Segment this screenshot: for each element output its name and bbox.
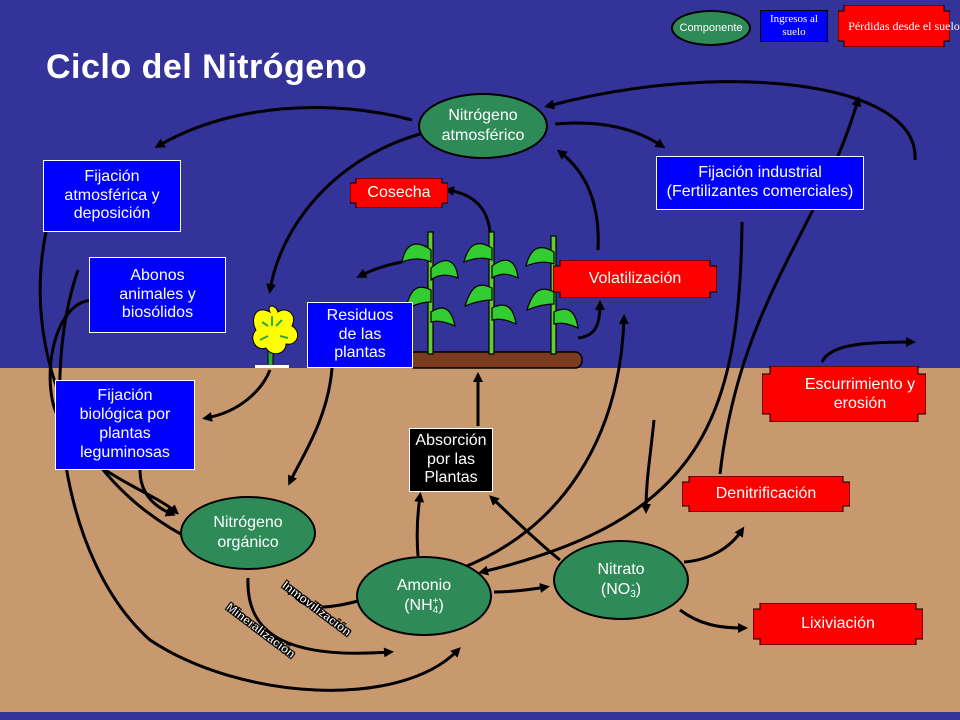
box-animal-manures: Abonos animales y biosólidos [89, 257, 226, 333]
arrow-soil-to-nitrate [641, 419, 656, 514]
arrow-atm-to-industrial [554, 121, 666, 149]
harvest-label: Cosecha [367, 184, 431, 202]
loss-leaching: Lixiviación [753, 603, 923, 645]
industrial-fixation-line1: Fijación industrial [698, 164, 822, 182]
atmospheric-nitrogen-label: Nitrógeno atmosférico [441, 107, 525, 144]
denitrification-label: Denitrificación [715, 485, 817, 503]
runoff-erosion-label: Escurrimiento y erosión [804, 375, 916, 412]
arrow-atm-to-tree [266, 132, 421, 294]
oval-atmospheric-nitrogen: Nitrógeno atmosférico [418, 93, 548, 159]
plant-residues-label: Residuos de las plantas [326, 306, 394, 362]
arrow-curve-to-atm [544, 80, 917, 161]
arrow-ammonium-to-organic [287, 584, 363, 609]
arrow-denit-to-atm [718, 96, 862, 475]
legend-losses: Pérdidas desde el suelo [838, 5, 960, 47]
volatilization-label: Volatilización [588, 270, 682, 288]
box-plant-residues: Residuos de las plantas [307, 302, 413, 368]
biological-fixation-label: Fijación biológica por plantas leguminos… [79, 387, 171, 461]
nitrate-formula-text: NO [606, 581, 631, 598]
arrow-ammonium-to-nitrate [493, 583, 550, 594]
arrow-runoff [820, 337, 916, 363]
ammonium-label: Amonio [396, 577, 452, 594]
animal-manures-label: Abonos animales y biosólidos [119, 266, 196, 322]
ammonium-subscript: 4 [432, 604, 439, 616]
arrow-ammonium-to-volat [461, 314, 629, 570]
plant-absorption-label: Absorción por las Plantas [415, 431, 487, 487]
nitrate-label: Nitrato [597, 561, 645, 578]
legend-losses-label: Pérdidas desde el suelo [848, 18, 960, 33]
bottom-bar [0, 712, 960, 720]
oval-ammonium: Amonio (NH+4) [356, 556, 492, 636]
loss-harvest: Cosecha [350, 178, 448, 208]
arrow-atm-to-atmfixation [154, 106, 413, 149]
arrow-plants-to-residues [356, 260, 403, 278]
page-title: Ciclo del Nitrógeno [46, 48, 368, 86]
arrow-ammonium-to-absorption [414, 492, 425, 557]
leaching-label: Lixiviación [801, 615, 875, 633]
arrow-biofix-to-organic [138, 469, 176, 517]
corn-plant-1 [401, 231, 459, 355]
arrow-plants-to-harvest [444, 186, 492, 233]
box-plant-absorption: Absorción por las Plantas [409, 428, 493, 492]
box-atmospheric-fixation: Fijación atmosférica y deposición [43, 160, 181, 232]
oval-organic-nitrogen: Nitrógeno orgánico [180, 496, 316, 570]
corn-plant-2 [463, 231, 519, 355]
arrow-residues-to-organic [287, 367, 334, 486]
arrow-industrial-to-ammonium [478, 221, 744, 576]
nitrate-charge: - [631, 579, 635, 591]
arrow-plant-to-volat [577, 300, 605, 340]
loss-denitrification: Denitrificación [682, 476, 850, 512]
legend-inputs: Ingresos al suelo [760, 10, 828, 42]
ammonium-formula-text: NH [409, 597, 433, 614]
box-industrial-fixation: Fijación industrial (Fertilizantes comer… [656, 156, 864, 210]
arrow-nitrate-to-leaching [679, 608, 748, 633]
loss-volatilization: Volatilización [553, 260, 717, 298]
organic-nitrogen-label: Nitrógeno orgánico [213, 514, 283, 551]
oval-nitrate: Nitrato (NO-3) [553, 540, 689, 620]
legume-tree [252, 305, 299, 368]
atmospheric-fixation-label: Fijación atmosférica y deposición [64, 167, 160, 223]
ammonium-charge: + [432, 595, 439, 607]
arrow-organic-to-ammonium [246, 577, 394, 658]
legend-component: Componente [671, 10, 751, 46]
nitrate-formula: (NO-3) [600, 579, 642, 600]
arrow-tree-to-biofix [202, 369, 272, 422]
ammonium-formula: (NH+4) [404, 595, 444, 616]
nitrate-subscript: 3 [630, 588, 636, 600]
arrow-nitrate-to-denit [683, 526, 745, 564]
loss-runoff-erosion: Escurrimiento y erosión [762, 366, 926, 422]
industrial-fixation-line2: (Fertilizantes comerciales) [666, 183, 854, 200]
box-biological-fixation: Fijación biológica por plantas leguminos… [55, 380, 195, 470]
arrow-plants-to-atm [556, 149, 600, 251]
arrow-nitrate-to-absorption [489, 495, 561, 562]
